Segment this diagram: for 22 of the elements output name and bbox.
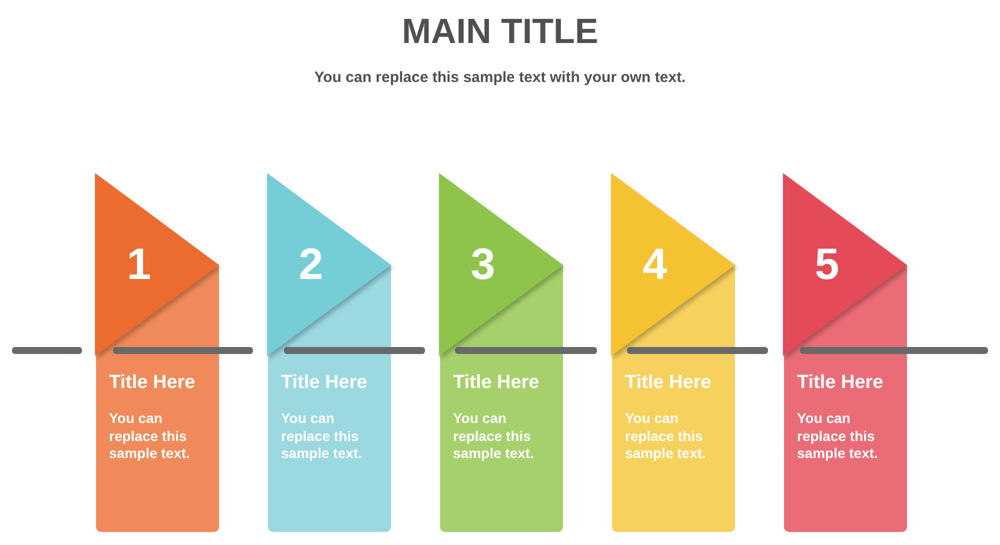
card-text: You can replace this sample text.: [281, 410, 363, 462]
card-title: Title Here: [453, 371, 540, 395]
card-title: Title Here: [281, 371, 368, 395]
step-number: 4: [642, 239, 668, 291]
card-title: Title Here: [109, 371, 196, 395]
triangle-marker: [95, 173, 219, 356]
triangle-marker: [611, 173, 735, 356]
triangle-marker: [783, 173, 907, 356]
subtitle: You can replace this sample text with your own text.: [313, 69, 687, 86]
card-text: You can replace this sample text.: [453, 410, 535, 462]
step-number: 5: [814, 239, 840, 291]
triangle-marker: [267, 173, 391, 356]
step-number: 1: [126, 239, 152, 291]
step-number: 3: [470, 239, 496, 291]
card-title: Title Here: [797, 371, 884, 395]
card-text: You can replace this sample text.: [625, 410, 707, 462]
card-text: You can replace this sample text.: [797, 410, 879, 462]
main-title: MAIN TITLE: [400, 12, 600, 52]
triangle-marker: [439, 173, 563, 356]
card-text: You can replace this sample text.: [109, 410, 191, 462]
card-title: Title Here: [625, 371, 712, 395]
step-number: 2: [298, 239, 324, 291]
